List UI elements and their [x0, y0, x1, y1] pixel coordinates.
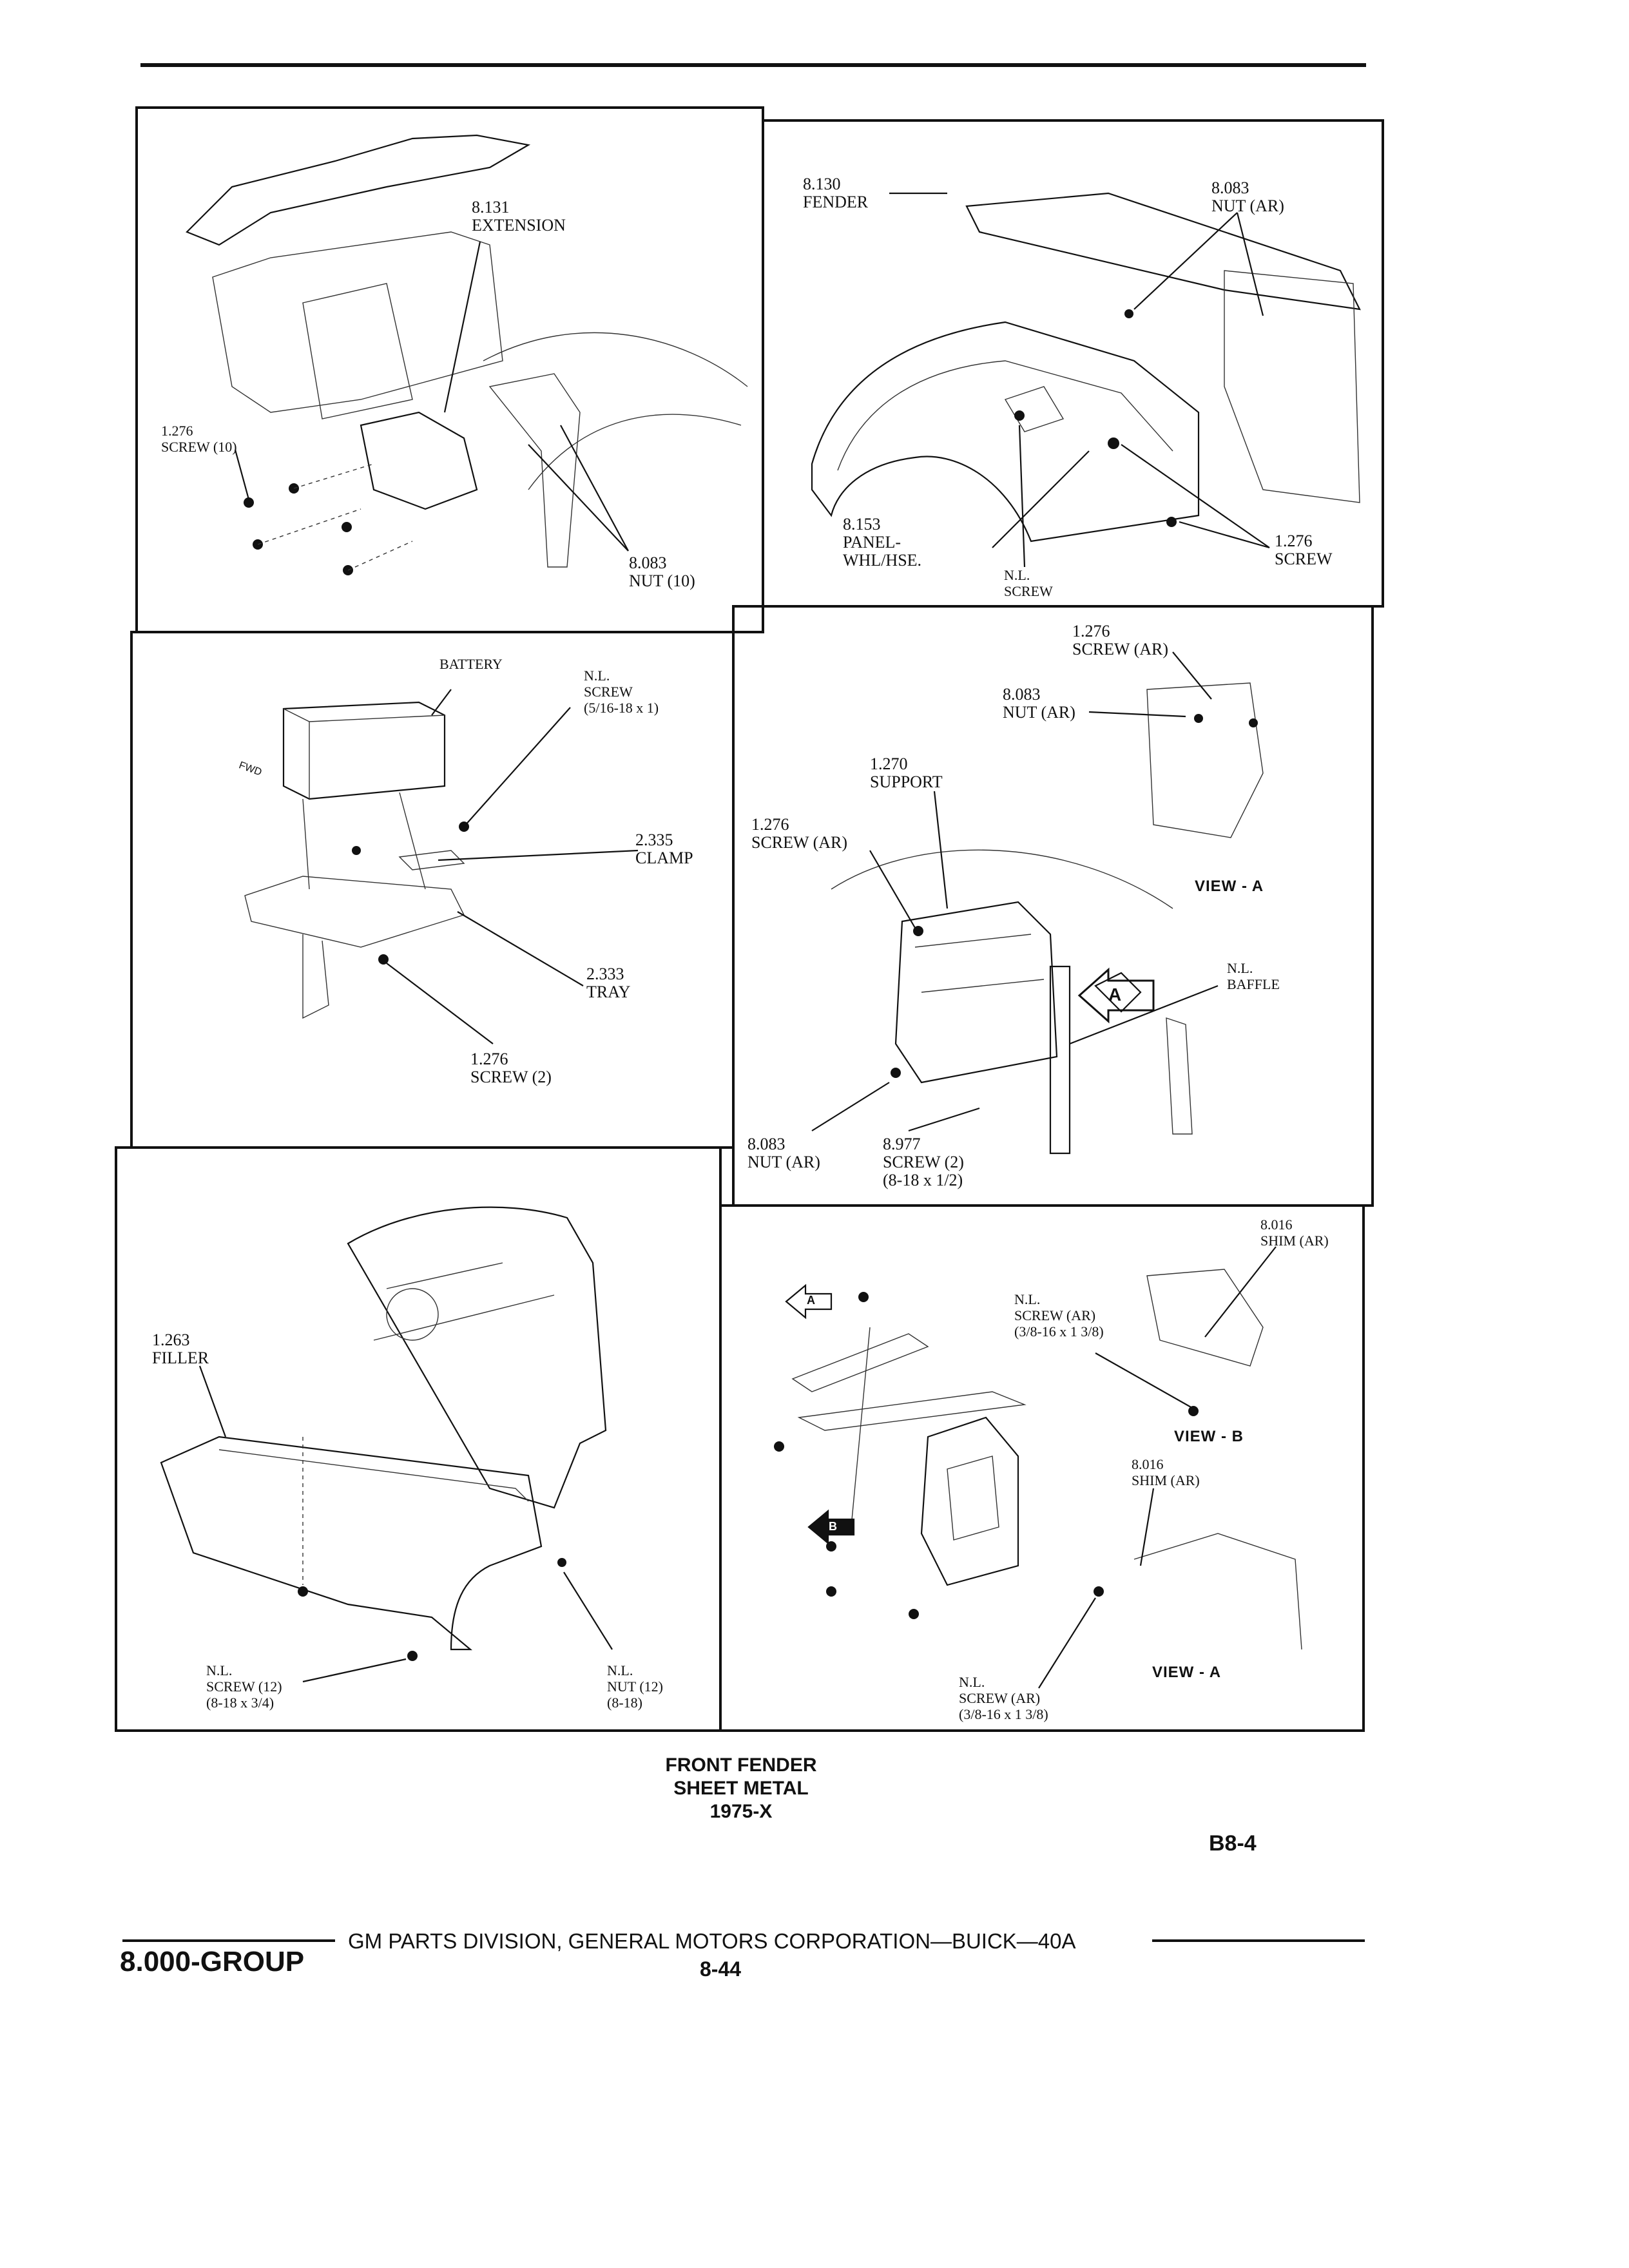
label-nl-screw: N.L. SCREW [1004, 567, 1053, 599]
caption-line3: 1975-X [709, 1801, 773, 1822]
page-number: 8-44 [700, 1957, 742, 1981]
label-shim-ar-top: 8.016 SHIM (AR) [1260, 1216, 1329, 1249]
label-clamp: 2.335 CLAMP [635, 831, 693, 867]
label-nl-screw-5-16: N.L. SCREW (5/16-18 x 1) [584, 668, 659, 716]
panel6-sketch [774, 967, 1302, 1689]
label-nut-ar: 8.083 NUT (AR) [1211, 178, 1284, 215]
label-arrow-b-p6: B [829, 1520, 838, 1533]
label-arrow-a-p6: A [807, 1294, 816, 1307]
label-nut-10: 8.083 NUT (10) [629, 553, 695, 590]
label-view-b: VIEW - B [1174, 1428, 1244, 1445]
panel3-sketch [244, 689, 639, 1044]
label-screw-ar: 1.276 SCREW (AR) [751, 815, 848, 852]
label-nl-nut-12: N.L. NUT (12) (8-18) [607, 1662, 663, 1711]
footer-rule-right [1152, 1939, 1365, 1942]
label-nl-screw-ar-bottom: N.L. SCREW (AR) (3/8-16 x 1 3/8) [959, 1674, 1048, 1722]
caption-line1: FRONT FENDER [665, 1754, 817, 1776]
label-extension: 8.131 EXTENSION [472, 198, 566, 235]
figure-caption: FRONT FENDER SHEET METAL 1975-X [0, 1754, 1482, 1823]
footer-rule-left [122, 1939, 335, 1942]
label-screw-ar-top: 1.276 SCREW (AR) [1072, 622, 1169, 658]
label-nut-ar-bottom: 8.083 NUT (AR) [747, 1135, 820, 1171]
label-nl-screw-12: N.L. SCREW (12) (8-18 x 3/4) [206, 1662, 282, 1711]
top-rule [140, 63, 1366, 67]
panel4-sketch [811, 651, 1264, 1155]
label-screw-8977: 8.977 SCREW (2) (8-18 x 1/2) [883, 1135, 964, 1189]
group-label: 8.000-GROUP [120, 1946, 305, 1977]
panel-frames [115, 106, 1384, 1732]
label-panel-whl-hse: 8.153 PANEL- WHL/HSE. [843, 515, 922, 570]
label-screw-2: 1.276 SCREW (2) [470, 1050, 552, 1086]
label-view-a-p4: VIEW - A [1195, 878, 1264, 895]
caption-line2: SHEET METAL [673, 1778, 809, 1799]
label-shim-ar-mid: 8.016 SHIM (AR) [1132, 1456, 1200, 1488]
panel5-sketch [160, 1206, 613, 1683]
label-nl-baffle: N.L. BAFFLE [1227, 960, 1280, 992]
label-support: 1.270 SUPPORT [870, 754, 943, 791]
label-screw-10: 1.276 SCREW (10) [161, 423, 237, 455]
page-reference: B8-4 [1209, 1831, 1257, 1856]
label-battery: BATTERY [439, 656, 503, 672]
label-view-a-p6: VIEW - A [1152, 1664, 1222, 1681]
label-nl-screw-ar-top: N.L. SCREW (AR) (3/8-16 x 1 3/8) [1014, 1291, 1104, 1340]
label-tray: 2.333 TRAY [586, 965, 631, 1001]
panel2-sketch [811, 192, 1361, 568]
label-screw-1276: 1.276 SCREW [1275, 532, 1333, 568]
footer-text: GM PARTS DIVISION, GENERAL MOTORS CORPOR… [348, 1929, 1076, 1953]
panel1-sketch [186, 134, 748, 575]
label-arrow-a-p4: A [1108, 985, 1123, 1004]
label-filler: 1.263 FILLER [152, 1331, 209, 1367]
label-nut-ar-top: 8.083 NUT (AR) [1003, 685, 1075, 722]
label-fender: 8.130 FENDER [803, 175, 869, 211]
